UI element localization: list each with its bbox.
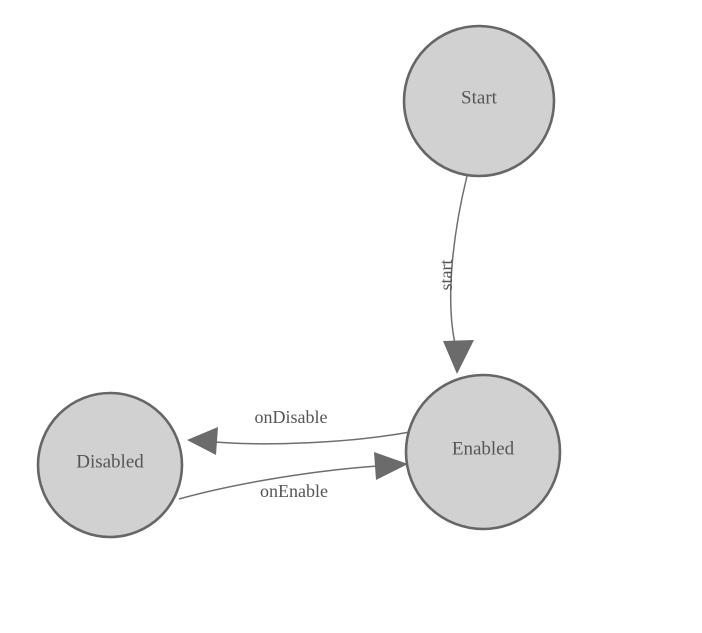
node-start-circle	[402, 24, 556, 178]
arrowhead-right-icon	[374, 452, 408, 480]
arrowhead-down-icon	[443, 340, 474, 374]
node-enabled[interactable]: Enabled	[404, 373, 562, 531]
node-start-label: Start	[461, 87, 498, 108]
edge-path-start-to-enabled	[450, 175, 468, 353]
edge-path-disabled-to-enabled	[178, 465, 379, 500]
edge-start-to-enabled[interactable]: start	[436, 175, 474, 374]
edge-disabled-to-enabled[interactable]: onEnable	[178, 452, 408, 501]
edge-label-ondisable: onDisable	[255, 407, 328, 427]
edge-path-enabled-to-disabled	[204, 431, 411, 445]
node-start[interactable]: Start	[402, 24, 556, 178]
node-disabled[interactable]: Disabled	[36, 391, 184, 539]
node-disabled-circle	[36, 391, 184, 539]
edge-label-onenable: onEnable	[260, 481, 328, 501]
node-enabled-circle	[404, 373, 562, 531]
node-enabled-label: Enabled	[452, 438, 515, 459]
node-disabled-label: Disabled	[76, 451, 144, 472]
edge-label-start: start	[436, 260, 456, 291]
arrowhead-left-icon	[187, 427, 218, 455]
edge-enabled-to-disabled[interactable]: onDisable	[187, 407, 411, 455]
